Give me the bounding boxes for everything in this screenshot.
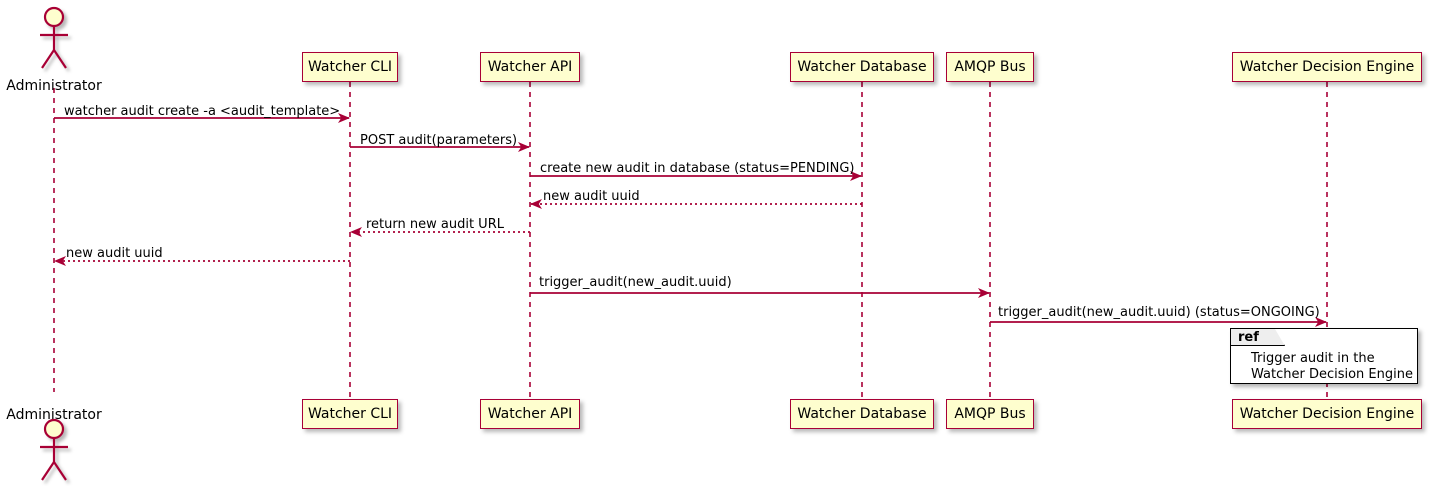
participant-box-watcher-database-top[interactable]: Watcher Database: [790, 52, 934, 82]
message-label-msg-5: return new audit URL: [366, 217, 504, 232]
participant-label-watcher-cli-bottom: Watcher CLI: [307, 406, 393, 422]
participant-label-watcher-api-bottom: Watcher API: [487, 406, 573, 422]
message-label-msg-3: create new audit in database (status=PEN…: [540, 161, 855, 176]
actor-leg-right-administrator-bottom: [53, 461, 67, 481]
message-label-msg-6: new audit uuid: [66, 246, 163, 261]
participant-box-watcher-api-bottom[interactable]: Watcher API: [480, 399, 580, 429]
ref-fragment-text-line-1: Trigger audit in the: [1251, 351, 1375, 366]
message-label-msg-2: POST audit(parameters): [360, 133, 518, 148]
actor-figures-group: [40, 6, 68, 481]
message-label-msg-4: new audit uuid: [543, 189, 640, 204]
participant-label-watcher-database-bottom: Watcher Database: [797, 406, 927, 422]
actor-leg-left-administrator-top: [41, 49, 55, 69]
participant-box-watcher-decision-engine-top[interactable]: Watcher Decision Engine: [1232, 52, 1422, 82]
actor-head-administrator-top: [43, 6, 65, 28]
message-arrows-group: [54, 113, 1327, 327]
participant-box-watcher-api-top[interactable]: Watcher API: [480, 52, 580, 82]
participant-box-watcher-cli-bottom[interactable]: Watcher CLI: [302, 399, 398, 429]
participant-label-watcher-api-top: Watcher API: [487, 59, 573, 75]
actor-leg-right-administrator-top: [53, 49, 67, 69]
message-label-msg-7: trigger_audit(new_audit.uuid): [539, 275, 732, 290]
participant-box-amqp-bus-top[interactable]: AMQP Bus: [946, 52, 1034, 82]
participant-label-watcher-decision-engine-bottom: Watcher Decision Engine: [1239, 406, 1415, 422]
participant-box-watcher-decision-engine-bottom[interactable]: Watcher Decision Engine: [1232, 399, 1422, 429]
actor-figure-administrator-top: [40, 6, 68, 69]
lifelines-group: [53, 82, 1328, 399]
message-label-msg-1: watcher audit create -a <audit_template>: [64, 104, 341, 119]
actor-leg-left-administrator-bottom: [41, 461, 55, 481]
message-label-msg-8: trigger_audit(new_audit.uuid) (status=ON…: [998, 305, 1320, 320]
participant-label-amqp-bus-top: AMQP Bus: [954, 59, 1026, 75]
ref-fragment-text-line-2: Watcher Decision Engine: [1251, 367, 1413, 382]
participant-label-watcher-database-top: Watcher Database: [797, 59, 927, 75]
actor-label-administrator-bottom: Administrator: [6, 407, 102, 423]
participant-box-amqp-bus-bottom[interactable]: AMQP Bus: [946, 399, 1034, 429]
participant-label-watcher-decision-engine-top: Watcher Decision Engine: [1239, 59, 1415, 75]
ref-fragment-tab-label: ref: [1238, 330, 1259, 345]
actor-figure-administrator-bottom: [40, 418, 68, 481]
participant-box-watcher-database-bottom[interactable]: Watcher Database: [790, 399, 934, 429]
actor-label-administrator-top: Administrator: [6, 78, 102, 94]
participant-label-watcher-cli-top: Watcher CLI: [307, 59, 393, 75]
participant-box-watcher-cli-top[interactable]: Watcher CLI: [302, 52, 398, 82]
participant-label-amqp-bus-bottom: AMQP Bus: [954, 406, 1026, 422]
